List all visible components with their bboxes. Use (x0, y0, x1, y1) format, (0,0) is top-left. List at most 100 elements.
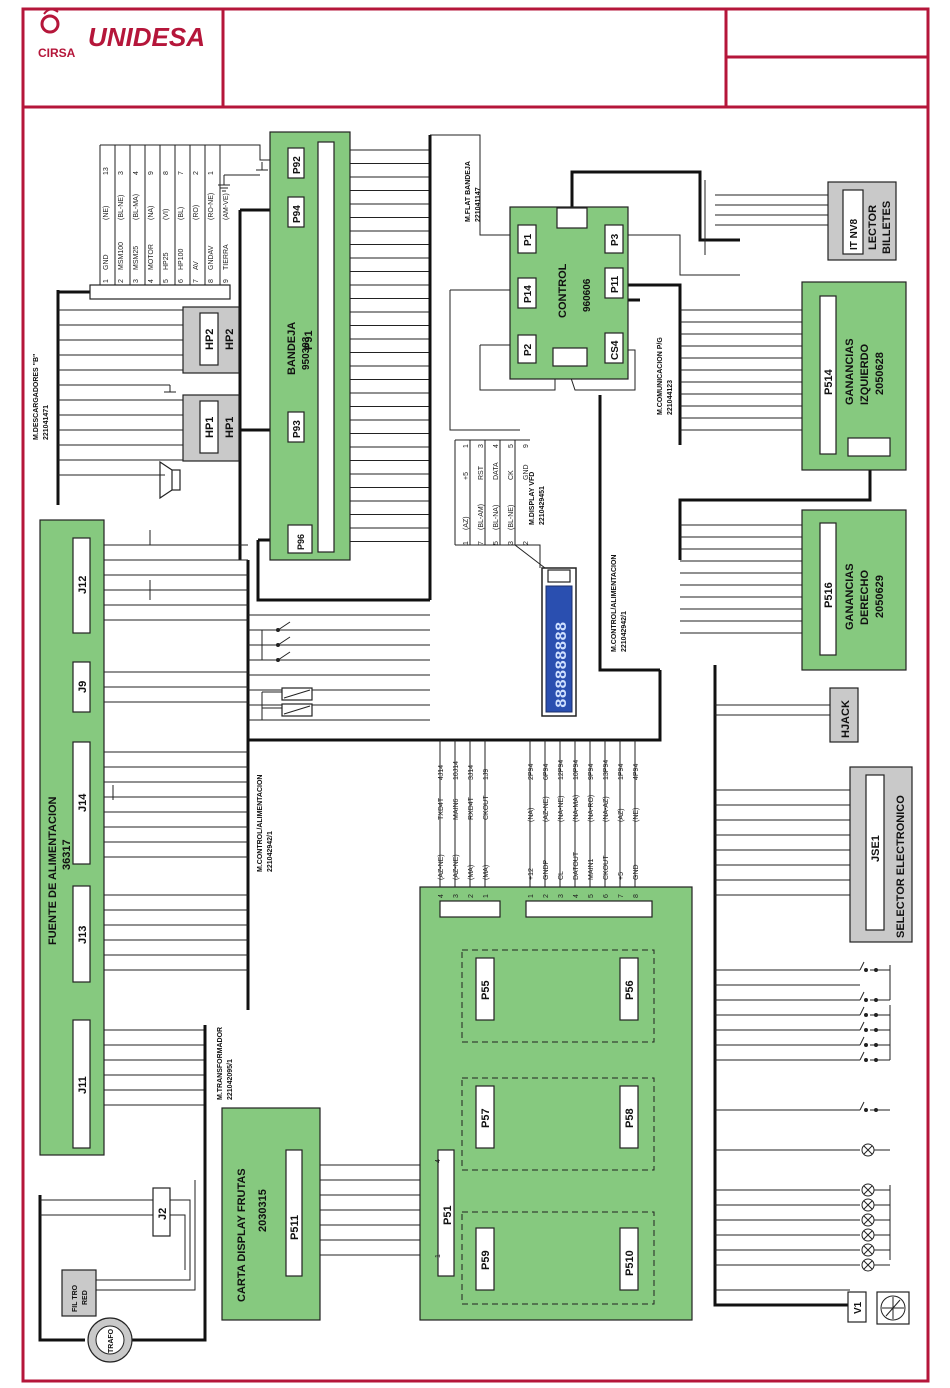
ganancias-der-title: GANANCIAS (844, 563, 856, 630)
p3-connector: P3 (604, 224, 624, 254)
pin-top-color: (NA) (148, 206, 155, 220)
p51-pin-bottom: 1 (435, 1254, 442, 1258)
brand-text: UNIDESA (88, 22, 205, 52)
cable-descargadores-code: 221041471 (43, 405, 50, 440)
j14-label: J14 (77, 793, 89, 812)
pin-main-a-number: 1 (483, 894, 490, 898)
pin-vfd-number: 2 (523, 541, 530, 545)
brand-small-text: CIRSA (38, 46, 76, 60)
ganancias-derecho-board: P516 GANANCIAS DERECHO 2050629 (801, 509, 907, 671)
pin-top-number: 8 (208, 279, 215, 283)
p58-connector: P58 (619, 1085, 639, 1149)
pin-main-b-color: (NE) (633, 808, 640, 822)
p51-pin-top: 4 (435, 1159, 442, 1163)
wiring (38, 134, 891, 1342)
p1-label: P1 (523, 233, 534, 246)
cable-transformador-name: M.TRANSFORMADOR (217, 1027, 224, 1100)
cable-control-alim-2-name: M.CONTROL/ALIMENTACION (257, 775, 264, 872)
carta-title: CARTA DISPLAY FRUTAS (236, 1168, 248, 1302)
p59-label: P59 (480, 1250, 492, 1270)
control-title: CONTROL (557, 263, 569, 318)
pin-main-a-pos: 4J14 (438, 765, 445, 780)
p56-connector: P56 (619, 957, 639, 1021)
lector-connector-label: IT NV8 (849, 218, 860, 250)
pin-main-a-pos: 10J14 (453, 761, 460, 780)
pin-main-b-color: (NA-RO) (588, 795, 595, 822)
pin-main-a-name: TXD4T (438, 797, 445, 820)
pin-main-b-name: +5 (618, 872, 625, 880)
pin-table-main-b: 1+12(NA)2P942GNDP(AZ-NE)6P943CL(NA-NE)12… (528, 760, 640, 898)
pin-top-name: MSM100 (118, 242, 125, 270)
cable-display-vfd-code: 2210429451 (539, 486, 546, 525)
pin-main-b-pos: 12P94 (558, 760, 565, 780)
j9-label: J9 (77, 681, 89, 693)
p91-connector (317, 141, 335, 553)
p14-connector: P14 (517, 277, 537, 309)
trafo: TRAFO (87, 1317, 133, 1363)
cable-transformador-code: 221042095/1 (227, 1059, 234, 1100)
j12-label: J12 (77, 576, 89, 594)
pin-top-color: (NE) (103, 206, 110, 220)
p510-connector: P510 (619, 1227, 639, 1291)
brand-logo: CIRSA UNIDESA (38, 8, 205, 60)
ganancias-der-side: DERECHO (859, 570, 871, 625)
carta-connector-label: P511 (289, 1215, 301, 1240)
cable-control-alim-2-code: 221042942/1 (267, 831, 274, 872)
pin-vfd-pos: 5 (508, 444, 515, 448)
pin-top-number: 6 (178, 279, 185, 283)
hp1-box-label: HP1 (224, 417, 236, 438)
cable-comunicacion-code: 221044123 (667, 380, 674, 415)
pin-main-b-pos: 1P94 (618, 764, 625, 780)
pin-main-b-pos: 4P94 (633, 764, 640, 780)
p2-label: P2 (523, 343, 534, 356)
p57-label: P57 (480, 1108, 492, 1128)
ganancias-izq-side: IZQUIERDO (859, 343, 871, 405)
pin-top-color: (BL-NE) (118, 195, 125, 220)
p1-connector: P1 (517, 224, 537, 254)
p58-label: P58 (624, 1108, 636, 1128)
pin-main-b-name: GNDP (543, 859, 550, 880)
filtro-line1: FIL TRO (72, 1284, 79, 1312)
pin-vfd-color: (BL-NE) (508, 505, 515, 530)
cable-control-alim-1-code: 221042942/1 (621, 611, 628, 652)
pin-main-b-name: DATOUT (573, 851, 580, 880)
hp2-inner-label: HP2 (204, 329, 216, 350)
cable-control-alim-1-name: M.CONTROL/ALIMENTACION (611, 555, 618, 652)
j12-connector: J12 (72, 537, 91, 634)
pin-vfd-pos: 1 (463, 444, 470, 448)
p56-label: P56 (624, 980, 636, 1000)
p94-connector: P94 (287, 196, 305, 228)
hjack-label: HJACK (840, 700, 852, 738)
hp2-box-label: HP2 (224, 329, 236, 350)
pin-main-b-number: 6 (603, 894, 610, 898)
control-top-connector (556, 207, 588, 229)
lector-line2: BILLETES (881, 201, 893, 254)
p2-connector: P2 (517, 334, 537, 364)
pin-vfd-number: 1 (463, 541, 470, 545)
cable-descargadores-name: M.DESCARGADORES "B" (33, 354, 40, 440)
pin-main-b-color: (AZ) (618, 808, 625, 822)
pin-top-pos: 7 (178, 171, 185, 175)
pin-top-name: HP25 (163, 252, 170, 270)
vfd-display: 888888888 (541, 567, 577, 717)
p57-connector: P57 (475, 1085, 495, 1149)
outer-frame (21, 7, 930, 1383)
pin-vfd-name: GND (523, 464, 530, 480)
selector-electronico: JSE1 SELECTOR ELECTRONICO (849, 766, 913, 943)
pin-vfd-color: (BL-NA) (493, 505, 500, 530)
selector-connector-label: JSE1 (870, 835, 882, 862)
pin-top-color: (BL-MA) (133, 194, 140, 220)
pin-top-number: 2 (118, 279, 125, 283)
bandeja-code: 950303 (301, 336, 312, 370)
v1-box: V1 (847, 1291, 867, 1323)
p93-connector: P93 (287, 411, 305, 443)
pin-main-b-number: 1 (528, 894, 535, 898)
pin-main-a-name: MAIN6 (453, 799, 460, 821)
pin-main-b-pos: 13P94 (603, 760, 610, 780)
p91-label: P91 (303, 330, 315, 350)
lamps (861, 1143, 890, 1272)
hp2-box: HP2 HP2 (182, 306, 240, 374)
p92-label: P92 (292, 156, 303, 174)
j13-label: J13 (77, 926, 89, 944)
ganancias-izq-code: 2050628 (874, 352, 886, 395)
